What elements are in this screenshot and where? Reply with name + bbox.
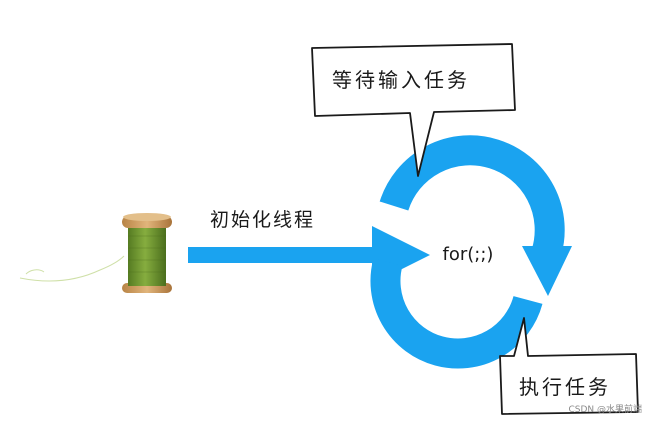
loop-code-label: for(;;) [443,244,494,265]
exec-task-label: 执行任务 [519,375,611,399]
wait-input-label: 等待输入任务 [332,68,470,92]
wait-input-bubble: 等待输入任务 [311,43,516,177]
event-loop-circle-arrow [370,135,572,369]
exec-task-bubble: 执行任务 [499,317,639,415]
watermark-text: CSDN @水果前端 [568,405,642,415]
thread-spool-image [19,213,172,293]
init-thread-label: 初始化线程 [210,209,315,231]
